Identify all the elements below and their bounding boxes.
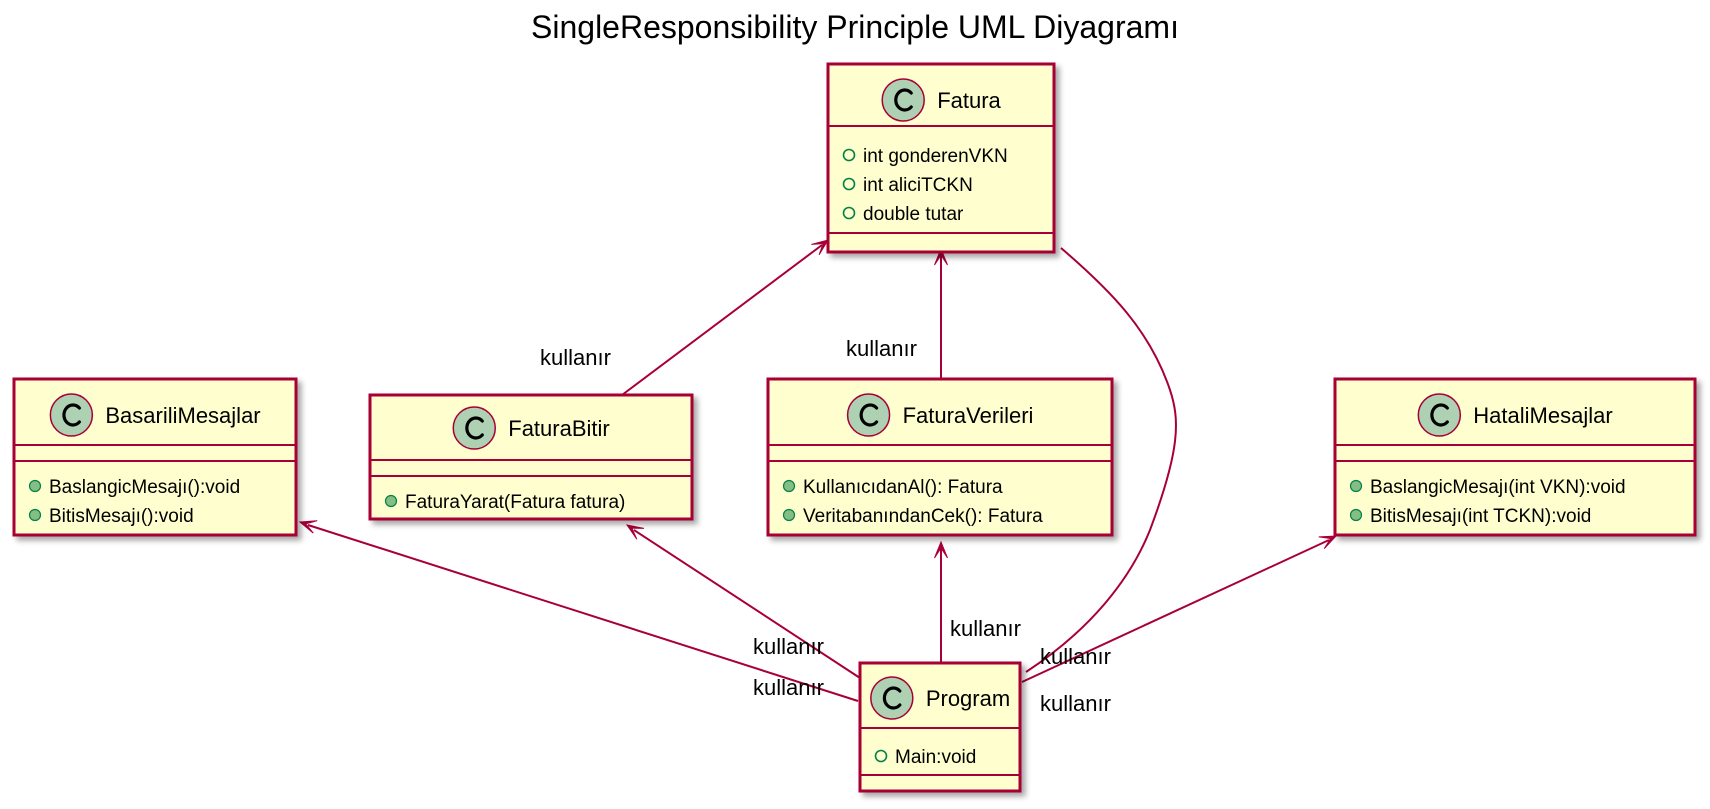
relation-program-basarili	[298, 520, 859, 702]
relation-program-faturaverileri	[934, 540, 948, 663]
class-fatura[interactable]: Fatura int gonderenVKN int aliciTCKN double…	[826, 62, 1056, 254]
relation-program-fatura	[1025, 247, 1177, 673]
class-stereotype-icon	[452, 406, 497, 450]
class-name: FaturaVerileri	[903, 403, 1034, 428]
class-stereotype-icon	[881, 78, 925, 122]
class-stereotype-icon	[1417, 393, 1462, 437]
class-attribute: int aliciTCKN	[842, 175, 973, 196]
class-method: FaturaYarat(Fatura fatura)	[384, 492, 625, 513]
class-stereotype-icon	[870, 676, 914, 720]
relation-program-faturabitir	[625, 524, 861, 679]
class-method: KullanıcıdanAl(): Fatura	[782, 477, 1003, 498]
class-box	[766, 377, 1114, 537]
class-method: VeritabanındanCek(): Fatura	[782, 506, 1043, 527]
class-name: BasariliMesajlar	[105, 403, 260, 428]
member-text: int gonderenVKN	[863, 146, 1008, 167]
class-box	[368, 393, 694, 521]
arrowhead-icon	[1318, 535, 1338, 549]
class-box	[826, 62, 1056, 254]
class-box	[1333, 377, 1697, 537]
class-method: BitisMesajı(int TCKN):void	[1349, 506, 1591, 527]
public-visibility-icon	[384, 494, 398, 508]
relation-label: kullanır	[753, 634, 824, 659]
diagram-title: SingleResponsibility Principle UML Diyag…	[531, 9, 1179, 45]
member-text: Main:void	[895, 747, 976, 768]
member-text: BitisMesajı():void	[49, 506, 194, 527]
classes-layer: Fatura int gonderenVKN int aliciTCKN double…	[12, 62, 1697, 793]
relation-label: kullanır	[950, 616, 1021, 641]
member-text: BaslangicMesajı(int VKN):void	[1370, 477, 1626, 498]
class-name: Fatura	[937, 88, 1001, 113]
class-basarili[interactable]: BasariliMesajlarBaslangicMesajı():voidBi…	[12, 377, 298, 537]
class-name: Program	[926, 686, 1010, 711]
relation-line	[621, 244, 823, 396]
relation-faturabitir-fatura	[621, 239, 830, 396]
public-visibility-icon	[874, 749, 888, 763]
relation-line	[1021, 539, 1330, 683]
public-visibility-icon	[842, 177, 856, 191]
relation-line	[307, 524, 859, 702]
relation-faturaverileri-fatura	[934, 247, 948, 379]
relation-line	[1025, 247, 1177, 673]
class-attribute: Main:void	[874, 747, 976, 768]
relation-labels-layer: kullanır kullanır kullanır kullanır kullanır…	[540, 336, 1111, 716]
member-text: BaslangicMesajı():void	[49, 477, 240, 498]
member-text: int aliciTCKN	[863, 175, 973, 196]
relation-label: kullanır	[1040, 691, 1111, 716]
member-text: VeritabanındanCek(): Fatura	[803, 506, 1043, 527]
public-visibility-icon	[28, 508, 42, 522]
public-visibility-icon	[1349, 508, 1363, 522]
arrowhead-icon	[934, 540, 948, 559]
public-visibility-icon	[28, 479, 42, 493]
arrowhead-icon	[298, 520, 318, 534]
public-visibility-icon	[842, 148, 856, 162]
relation-label: kullanır	[1040, 644, 1111, 669]
member-text: double tutar	[863, 204, 964, 225]
member-text: KullanıcıdanAl(): Fatura	[803, 477, 1003, 498]
arrowhead-icon	[811, 239, 830, 256]
class-attribute: double tutar	[842, 204, 964, 225]
public-visibility-icon	[842, 206, 856, 220]
class-method: BaslangicMesajı():void	[28, 477, 240, 498]
class-method: BaslangicMesajı(int VKN):void	[1349, 477, 1626, 498]
relation-label: kullanır	[846, 336, 917, 361]
class-attribute: int gonderenVKN	[842, 146, 1008, 167]
class-stereotype-icon	[846, 393, 891, 437]
class-name: FaturaBitir	[508, 416, 609, 441]
member-text: BitisMesajı(int TCKN):void	[1370, 506, 1591, 527]
relation-label: kullanır	[753, 675, 824, 700]
public-visibility-icon	[782, 479, 796, 493]
relation-line	[633, 529, 861, 679]
arrowhead-icon	[625, 524, 645, 540]
class-method: BitisMesajı():void	[28, 506, 194, 527]
relation-program-hatali	[1021, 535, 1338, 683]
public-visibility-icon	[1349, 479, 1363, 493]
relations-layer	[298, 239, 1338, 702]
class-stereotype-icon	[49, 393, 94, 437]
public-visibility-icon	[782, 508, 796, 522]
member-text: FaturaYarat(Fatura fatura)	[405, 492, 625, 513]
relation-label: kullanır	[540, 345, 611, 370]
class-name: HataliMesajlar	[1473, 403, 1612, 428]
